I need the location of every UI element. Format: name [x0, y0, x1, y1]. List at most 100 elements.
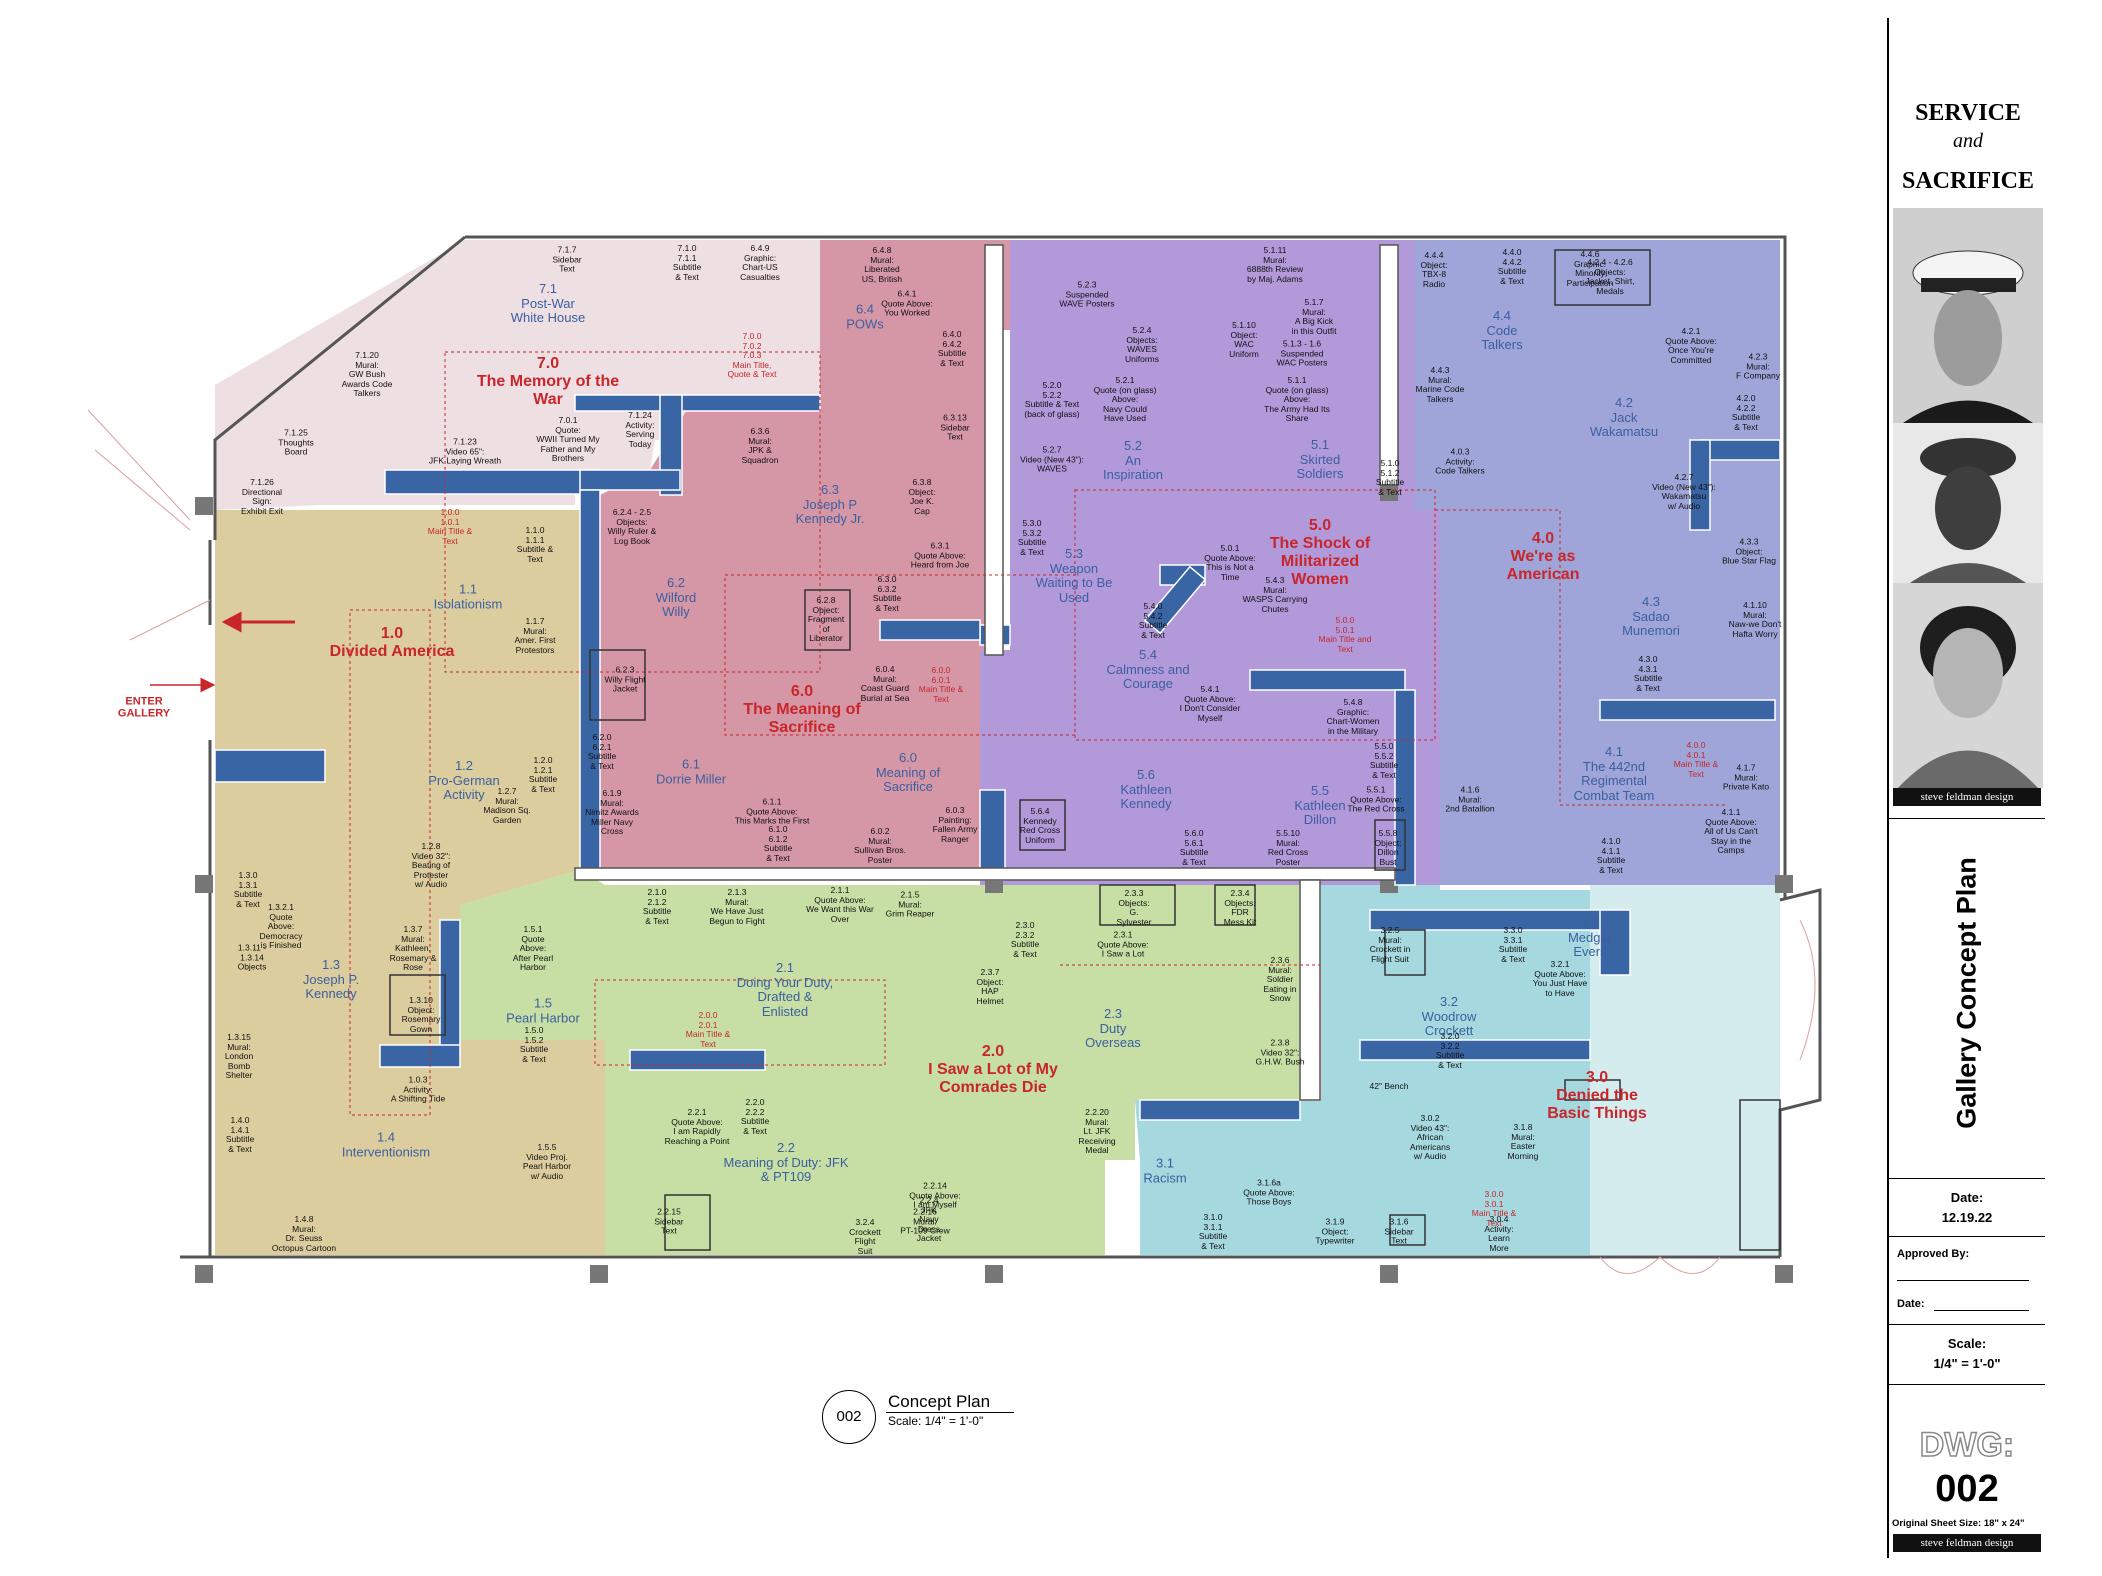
exhibit-item-label: 2.2.16 Mural: PT-109 Crew	[900, 1206, 950, 1236]
zone-label: 7.1 Post-War White House	[510, 281, 586, 326]
exhibit-item-label: 1.1.7 Mural: Amer. First Protestors	[514, 615, 556, 655]
exhibit-item-label: 3.2.5 Mural: Crockett in Flight Suit	[1369, 924, 1411, 964]
exhibit-item-label: 6.0.0 6.0.1 Main Title & Text	[918, 664, 964, 704]
zone-label: 5.3 Weapon Waiting to Be Used	[1035, 545, 1113, 605]
section-title: 1.0 Divided America	[329, 625, 455, 660]
date-value: 12.19.22	[1941, 1210, 1993, 1225]
exhibit-item-label: 6.0.2 Mural: Sullivan Bros. Poster	[854, 825, 906, 865]
zone-label: 4.3 Sadao Munemori	[1622, 594, 1680, 639]
exhibit-item-label: 6.3.1 Quote Above: Heard from Joe	[910, 540, 970, 570]
exhibit-item-label: 5.4.8 Graphic: Chart-Women in the Milita…	[1326, 696, 1380, 736]
exhibit-item-label: 3.0.2 Video 43": African Americans w/ Au…	[1409, 1113, 1451, 1162]
exhibit-item-label: 1.2.8 Video 32": Beating of Protester w/…	[411, 841, 451, 890]
exhibit-item-label: 2.2.1 Quote Above: I am Rapidly Reaching…	[664, 1106, 730, 1146]
exhibit-item-label: 6.3.13 Sidebar Text	[940, 412, 970, 442]
exhibit-item-label: 1.0.0 1.0.1 Main Title & Text	[427, 506, 473, 546]
callout-rule	[886, 1412, 1014, 1413]
exhibit-item-label: 5.2.1 Quote (on glass) Above: Navy Could…	[1093, 375, 1157, 424]
exhibit-item-label: 2.2.14 Quote Above: I am Myself	[909, 1180, 961, 1210]
exhibit-item-label: 4.4.4 Object: TBX-8 Radio	[1420, 249, 1448, 289]
exhibit-item-label: 7.1.7 Sidebar Text	[552, 244, 582, 274]
exhibit-item-label: 5.5.0 5.5.2 Subtitle & Text	[1369, 740, 1399, 780]
exhibit-item-label: 3.2.0 3.2.2 Subtitle & Text	[1435, 1030, 1465, 1070]
zone-label: 1.4 Interventionism	[341, 1129, 431, 1159]
exhibit-item-label: 4.4.0 4.4.2 Subtitle & Text	[1497, 246, 1527, 286]
exhibit-item-label: 2.1.0 2.1.2 Subtitle & Text	[642, 886, 672, 926]
exhibit-item-label: 1.3.15 Mural: London Bomb Shelter	[224, 1032, 254, 1081]
exhibit-item-label: 6.4.1 Quote Above: You Worked	[881, 288, 933, 318]
exhibit-item-label: 7.1.23 Video 65": JFK Laying Wreath	[428, 436, 502, 466]
exhibit-item-label: 4.0.0 4.0.1 Main Title & Text	[1673, 739, 1719, 779]
zone-label: 5.5 Kathleen Dillon	[1294, 783, 1346, 828]
exhibit-item-label: 6.0.3 Painting: Fallen Army Ranger	[932, 804, 978, 844]
zone-label: 3.2 Woodrow Crockett	[1421, 994, 1477, 1039]
section-title: 3.0 Denied the Basic Things	[1547, 1069, 1647, 1122]
exhibit-item-label: 6.1.1 Quote Above: This Marks the First	[734, 796, 810, 826]
exhibit-item-label: 1.3.11 - 1.3.14 Objects	[237, 942, 267, 972]
zone-label: 4.1 The 442nd Regimental Combat Team	[1573, 743, 1655, 803]
zone-label: 2.3 Duty Overseas	[1085, 1006, 1141, 1051]
zone-label: 1.1 Isolationism	[433, 581, 503, 611]
exhibit-item-label: 7.1.24 Activity: Serving Today	[625, 409, 655, 449]
exhibit-item-label: 3.1.8 Mural: Easter Morning	[1507, 1121, 1539, 1161]
title-block: SERVICE and SACRIFICE steve feldman desi…	[1887, 18, 2047, 1558]
exhibit-item-label: 3.2.1 Quote Above: You Just Have to Have	[1532, 958, 1588, 998]
exhibit-item-label: 5.6.4 Kennedy Red Cross Uniform	[1019, 805, 1061, 845]
scale-value: 1/4" = 1'-0"	[1933, 1356, 2001, 1371]
zone-label: 6.0 Meaning of Sacrifice	[875, 750, 941, 795]
exhibit-item-label: 6.4.9 Graphic: Chart-US Casualties	[740, 242, 780, 282]
exhibit-item-label: 2.3.6 Mural: Soldier Eating in Snow	[1263, 955, 1297, 1004]
zone-label: 6.1 Dorrie Miller	[655, 756, 727, 786]
exhibit-item-label: 3.1.6a Quote Above: Those Boys	[1243, 1177, 1295, 1207]
exhibit-item-label: 4.1.1 Quote Above: All of Us Can't Stay …	[1704, 807, 1758, 856]
exhibit-item-label: 5.0.1 Quote Above: This is Not a Time	[1204, 542, 1256, 582]
section-3-bench-area	[1590, 885, 1780, 1255]
exhibit-item-label: 3.1.9 Object: Typewriter	[1315, 1216, 1355, 1246]
exhibit-item-label: 2.2.15 Sidebar Text	[654, 1206, 684, 1236]
section-title: 7.0 The Memory of the War	[476, 355, 620, 408]
zone-label: 6.3 Joseph P Kennedy Jr.	[795, 482, 865, 527]
section-7-area-b	[215, 240, 820, 505]
exhibit-title-3: SACRIFICE	[1901, 168, 2035, 194]
exhibit-item-label: 1.5.1 Quote Above: After Pearl Harbor	[512, 924, 554, 973]
exhibit-item-label: 6.0.4 Mural: Coast Guard Burial at Sea	[860, 663, 910, 703]
exhibit-item-label: 4.4.3 Mural: Marine Code Talkers	[1415, 364, 1465, 404]
exhibit-item-label: 6.3.0 6.3.2 Subtitle & Text	[872, 573, 902, 613]
section-1-area	[215, 510, 605, 1255]
exhibit-item-label: 7.1.26 Directional Sign: Exhibit Exit	[240, 476, 284, 516]
exhibit-item-label: 4.2.7 Video (New 43"): Wakamatsu w/ Audi…	[1652, 471, 1716, 511]
enter-arrows	[150, 611, 295, 693]
exhibit-item-label: 3.1.6 Sidebar Text	[1384, 1216, 1414, 1246]
exhibit-item-label: 7.1.0 7.1.1 Subtitle & Text	[672, 242, 702, 282]
exhibit-item-label: 6.2.4 - 2.5 Objects: Willy Ruler & Log B…	[607, 506, 657, 546]
outer-walls	[180, 235, 1822, 1259]
zone-guides	[349, 351, 1725, 1116]
exhibit-item-label: 1.4.0 1.4.1 Subtitle & Text	[225, 1114, 255, 1154]
exhibit-item-label: 4.2.1 Quote Above: Once You're Committed	[1665, 325, 1717, 365]
exhibit-item-label: 6.4.0 6.4.2 Subtitle & Text	[937, 328, 967, 368]
exhibit-item-label: 4.1.10 Mural: Naw-we Don't Hafta Worry	[1728, 599, 1782, 639]
exhibit-item-label: 4.4.6 Graphic: Minority Participation	[1566, 248, 1614, 288]
exhibit-item-label: 5.6.0 5.6.1 Subtitle & Text	[1179, 827, 1209, 867]
sheet-title: Gallery Concept Plan	[1951, 857, 1982, 1129]
exhibit-item-label: 2.0.0 2.0.1 Main Title & Text	[685, 1009, 731, 1049]
zone-label: 5.4 Calmness and Courage	[1106, 647, 1190, 692]
sheet-size: Original Sheet Size: 18" x 24"	[1892, 1518, 2025, 1529]
date2-rule	[1934, 1310, 2029, 1311]
exhibit-item-label: 5.5.10 Mural: Red Cross Poster	[1267, 827, 1309, 867]
exhibit-item-label: 2.3.8 Video 32": G.H.W. Bush	[1255, 1037, 1305, 1067]
dwg-number: 002	[1935, 1468, 1999, 1510]
zone-label: 1.5 Pearl Harbor	[506, 995, 580, 1025]
exhibit-title-2: and	[1953, 130, 1983, 152]
exhibit-item-label: 2.3.7 Object: HAP Helmet	[976, 966, 1004, 1006]
zone-label: 1.3 Joseph P. Kennedy	[302, 957, 360, 1002]
exhibit-item-label: 5.2.0 5.2.2 Subtitle & Text (back of gla…	[1024, 379, 1080, 419]
exhibit-item-label: 5.2.7 Video (New 43"): WAVES	[1020, 444, 1084, 474]
date2-label: Date:	[1897, 1298, 1925, 1310]
exhibit-item-label: 1.5.0 1.5.2 Subtitle & Text	[519, 1024, 549, 1064]
exhibit-item-label: 4.1.0 4.1.1 Subtitle & Text	[1596, 835, 1626, 875]
exhibit-item-label: 6.3.6 Mural: JPK & Squadron	[741, 425, 779, 465]
zone-label: 3.3 Medgar Evers	[1567, 915, 1613, 960]
exhibit-item-label: 6.2.0 6.2.1 Subtitle & Text	[587, 731, 617, 771]
scale-label: Scale:	[1947, 1336, 1987, 1351]
